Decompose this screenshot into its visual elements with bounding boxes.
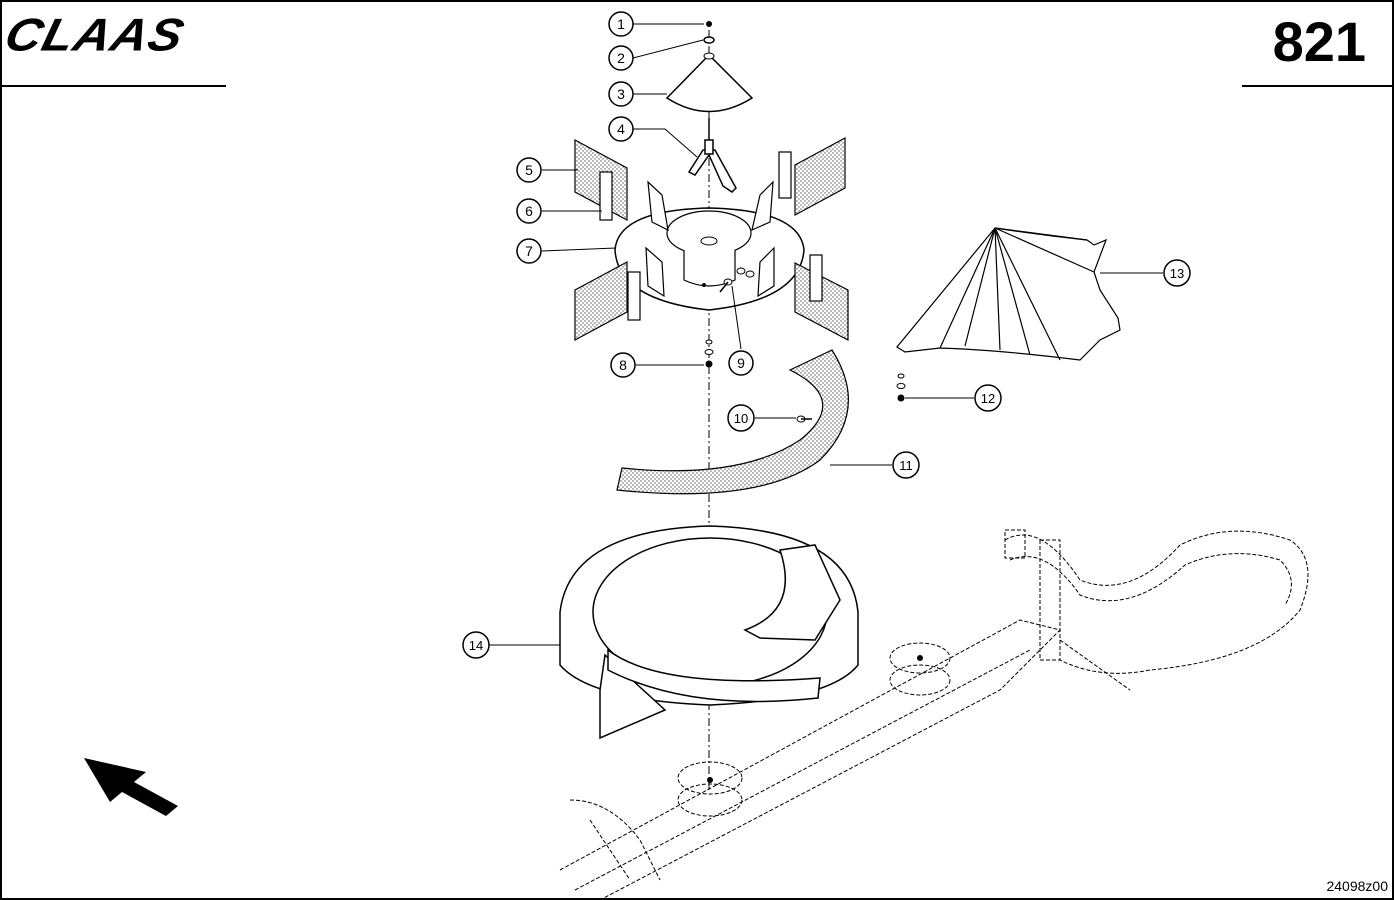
callout-2: 2 [608, 45, 634, 71]
part-8-fasteners [704, 339, 714, 368]
svg-text:9: 9 [737, 355, 745, 371]
part-3-cone [665, 52, 754, 113]
direction-arrow-icon [84, 758, 178, 816]
callout-12: 12 [974, 384, 1002, 412]
svg-text:12: 12 [981, 391, 995, 406]
part-10-bolt [796, 415, 812, 423]
svg-text:10: 10 [734, 411, 748, 426]
callout-6: 6 [516, 198, 542, 224]
lower-hub-center [707, 777, 713, 783]
svg-text:6: 6 [525, 203, 533, 219]
svg-text:11: 11 [899, 458, 913, 473]
callout-9: 9 [728, 350, 754, 376]
callout-5: 5 [516, 157, 542, 183]
part-9-bolt [719, 267, 755, 293]
callout-13: 13 [1163, 259, 1191, 287]
drawing-number: 24098z00 [1326, 878, 1388, 894]
page-number: 821 [1272, 10, 1366, 73]
callout-8: 8 [610, 352, 636, 378]
callout-7: 7 [516, 238, 542, 264]
svg-text:2: 2 [617, 50, 625, 66]
part-11-deflector-strip [616, 349, 849, 495]
callout-11: 11 [892, 451, 920, 479]
part-6-holders [599, 151, 823, 321]
callout-3: 3 [608, 81, 634, 107]
part-1-nut [706, 21, 712, 27]
callout-14: 14 [462, 631, 490, 659]
svg-text:13: 13 [1170, 266, 1184, 281]
svg-text:1: 1 [617, 16, 625, 32]
part-4-bracket [687, 118, 737, 193]
callout-4: 4 [608, 116, 634, 142]
part-14-housing [559, 525, 859, 740]
svg-text:14: 14 [469, 638, 483, 653]
part-7-rotor-disc [614, 180, 805, 311]
svg-text:3: 3 [617, 86, 625, 102]
brand-logo: CLAAS [0, 0, 228, 88]
callout-10: 10 [727, 404, 755, 432]
leader-lines [489, 23, 1163, 646]
side-hub-center [917, 655, 923, 661]
svg-text:8: 8 [619, 357, 627, 373]
part-2-washer [703, 36, 715, 44]
svg-text:7: 7 [525, 243, 533, 259]
brand-logo-text: CLAAS [0, 9, 190, 61]
part-12-fasteners [896, 373, 906, 402]
svg-text:4: 4 [617, 121, 625, 137]
part-13-cover [896, 227, 1121, 361]
svg-text:5: 5 [525, 162, 533, 178]
carrier-frame [559, 529, 1309, 900]
callout-1: 1 [608, 11, 634, 37]
